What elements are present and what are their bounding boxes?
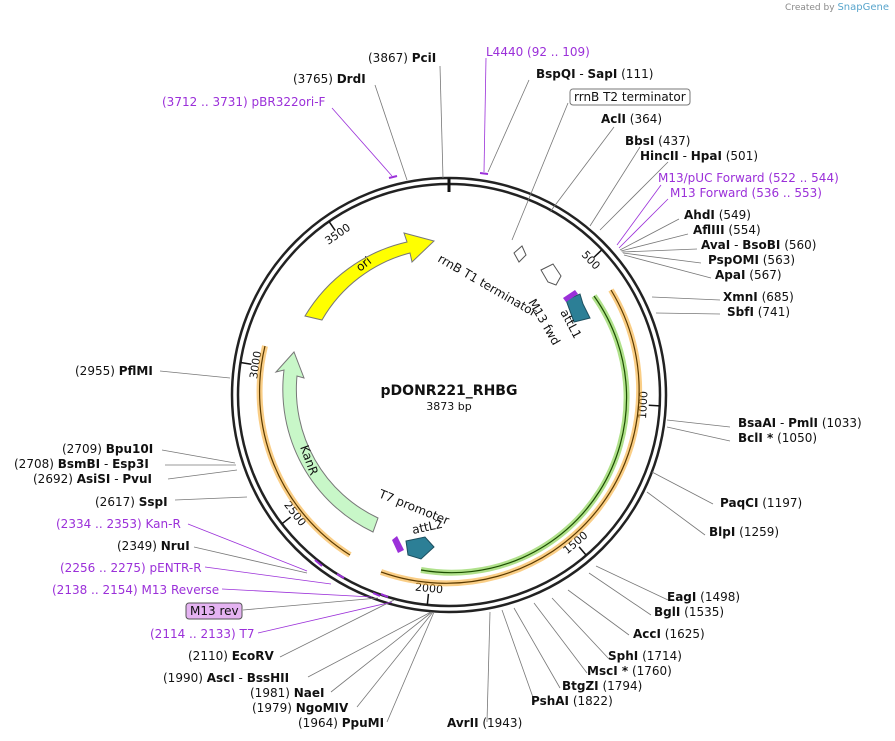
- tick-mark-2000: [426, 593, 430, 605]
- orange-feature-left-line: [258, 345, 351, 556]
- label-m13-rev: M13 rev: [190, 604, 239, 618]
- label-bsmbi-esp3i: (2708) BsmBI - Esp3I: [14, 457, 149, 471]
- label-bspqi-sapi: BspQI - SapI (111): [536, 67, 653, 81]
- label-nrui: (2349) NruI: [117, 539, 190, 553]
- label-xmni: XmnI (685): [723, 290, 794, 304]
- label-pcii: (3867) PciI: [368, 51, 436, 65]
- rrnb-t2-arrow: [513, 245, 527, 263]
- label-ecorv: (2110) EcoRV: [188, 649, 275, 663]
- green-feature-line: [420, 295, 628, 574]
- label-bsaai-pmli: BsaAI - PmlI (1033): [738, 416, 862, 430]
- label-pflmi: (2955) PflMI: [75, 364, 153, 378]
- outer-features: [256, 288, 643, 587]
- label-bcli: BclI * (1050): [738, 431, 817, 445]
- label-hincii-hpai: HincII - HpaI (501): [640, 149, 758, 163]
- label-rrnb-t2: rrnB T2 terminator: [574, 90, 686, 104]
- label-ppumi: (1964) PpuMI: [298, 716, 384, 730]
- snapgene-credit: Created by SnapGene: [785, 2, 889, 13]
- credit-prefix: Created by: [785, 3, 835, 13]
- label-pbr322ori-f: (3712 .. 3731) pBR322ori-F: [162, 95, 326, 109]
- label-btgzi: BtgZI (1794): [562, 679, 642, 693]
- attl2-arrow: [405, 536, 435, 560]
- label-sspi: (2617) SspI: [95, 495, 168, 509]
- green-feature: [420, 294, 630, 576]
- label-ngomiv: (1979) NgoMIV: [252, 701, 349, 715]
- label-sphi: SphI (1714): [608, 649, 682, 663]
- label-asisi-pvui: (2692) AsiSI - PvuI: [33, 472, 152, 486]
- attl2-label: attL2: [411, 517, 444, 537]
- label-asci-bsshii: (1990) AscI - BssHII: [163, 671, 289, 685]
- label-ahdi: AhdI (549): [684, 208, 751, 222]
- label-eagi: EagI (1498): [667, 590, 740, 604]
- label-acli: AclI (364): [601, 112, 662, 126]
- tick-mark-1000: [648, 404, 660, 407]
- label-m13-reverse: (2138 .. 2154) M13 Reverse: [52, 583, 219, 597]
- rrnb-t1-label: rrnB T1 terminator: [436, 251, 540, 319]
- label-avai-bsobi: AvaI - BsoBI (560): [701, 238, 816, 252]
- attl1-arrow: [565, 293, 591, 323]
- label-msci: MscI * (1760): [587, 664, 672, 678]
- label-naei: (1981) NaeI: [250, 686, 324, 700]
- orange-feature-right-line: [380, 289, 640, 584]
- ori-arrow: [304, 232, 435, 321]
- kanr-arrow: [274, 351, 379, 533]
- label-t7: (2114 .. 2133) T7: [150, 627, 254, 641]
- label-paqci: PaqCI (1197): [720, 496, 802, 510]
- label-drdi: (3765) DrdI: [293, 72, 366, 86]
- label-m13-forward: M13 Forward (536 .. 553): [670, 186, 822, 200]
- label-pentr-r: (2256 .. 2275) pENTR-R: [60, 561, 202, 575]
- label-pspomi: PspOMI (563): [708, 253, 795, 267]
- site-labels: (3867) PciI L4440 (92 .. 109) BspQI - Sa…: [14, 45, 862, 730]
- tick-mark-2500: [281, 516, 292, 525]
- label-m13puc-forward: M13/pUC Forward (522 .. 544): [658, 171, 839, 185]
- label-bbsi: BbsI (437): [625, 134, 690, 148]
- label-l4440: L4440 (92 .. 109): [486, 45, 590, 59]
- rrnb-t2-box: [569, 88, 691, 106]
- label-pshai: PshAI (1822): [531, 694, 613, 708]
- tick-mark-1500: [578, 546, 587, 556]
- tick-mark-500: [593, 249, 603, 258]
- plasmid-name: pDONR221_RHBG: [381, 383, 518, 399]
- rrnb-t1-arrow: [540, 263, 562, 286]
- tick-label-3500: 3500: [323, 221, 353, 248]
- label-sbfi: SbfI (741): [727, 305, 790, 319]
- t7-promoter-marker: [392, 536, 404, 553]
- m13-fwd-marker: [563, 290, 578, 302]
- label-apai: ApaI (567): [715, 268, 782, 282]
- tick-mark-3000: [240, 361, 252, 365]
- label-acci: AccI (1625): [633, 627, 705, 641]
- leader-lines: [159, 57, 731, 723]
- label-bpu10i: (2709) Bpu10I: [62, 442, 153, 456]
- label-afliii: AflIII (554): [693, 223, 761, 237]
- label-blpi: BlpI (1259): [709, 525, 779, 539]
- m13-rev-box: [185, 602, 243, 620]
- label-kan-r: (2334 .. 2353) Kan-R: [56, 517, 181, 531]
- backbone-marks: [314, 172, 489, 598]
- t7-promoter-label: T7 promoter: [376, 486, 451, 527]
- credit-brand: SnapGene: [837, 2, 889, 13]
- tick-mark-3500: [328, 221, 336, 231]
- label-avrii: AvrII (1943): [447, 716, 522, 730]
- label-bgli: BglI (1535): [654, 605, 724, 619]
- plasmid-length: 3873 bp: [426, 400, 471, 413]
